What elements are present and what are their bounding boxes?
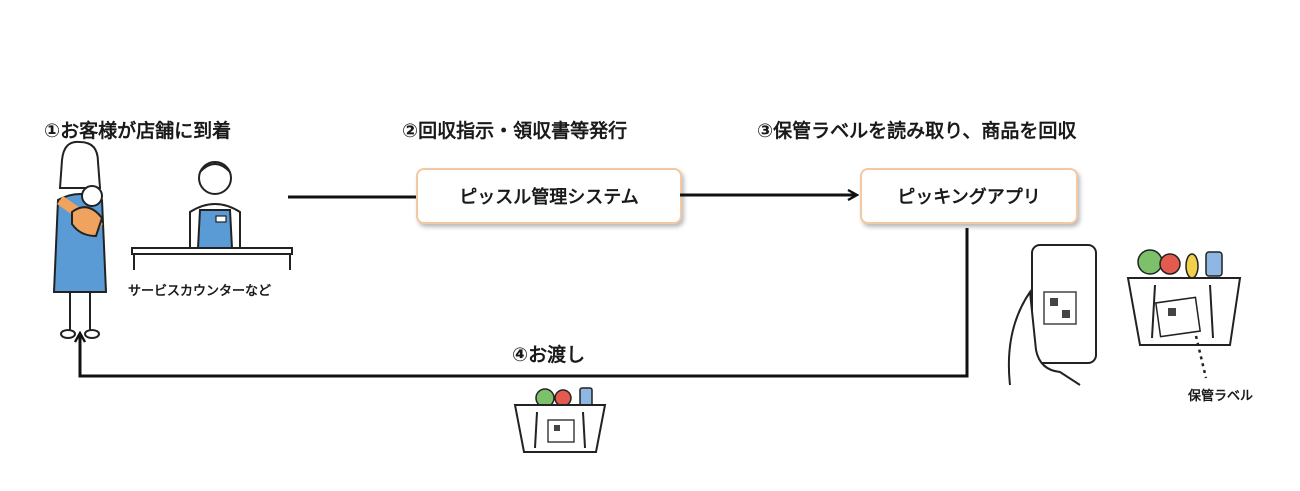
- step3-label: ③保管ラベルを読み取り、商品を回収: [757, 120, 1077, 142]
- basket-small-icon: [513, 387, 607, 453]
- basket-large-icon: [1126, 249, 1242, 379]
- customer-woman-icon: [52, 140, 108, 339]
- staff-counter-icon: [131, 161, 293, 270]
- picking-app-box: ピッキングアプリ: [860, 168, 1078, 224]
- step2-label: ②回収指示・領収書等発行: [402, 120, 628, 142]
- storage-label-caption: 保管ラベル: [1188, 389, 1254, 404]
- step1-label: ①お客様が店舗に到着: [44, 120, 232, 142]
- arrow-return-to-customer: [80, 228, 969, 378]
- smartphone-scan-icon: [1007, 244, 1097, 386]
- step4-label: ④お渡し: [512, 344, 586, 366]
- counter-caption: サービスカウンターなど: [128, 284, 272, 299]
